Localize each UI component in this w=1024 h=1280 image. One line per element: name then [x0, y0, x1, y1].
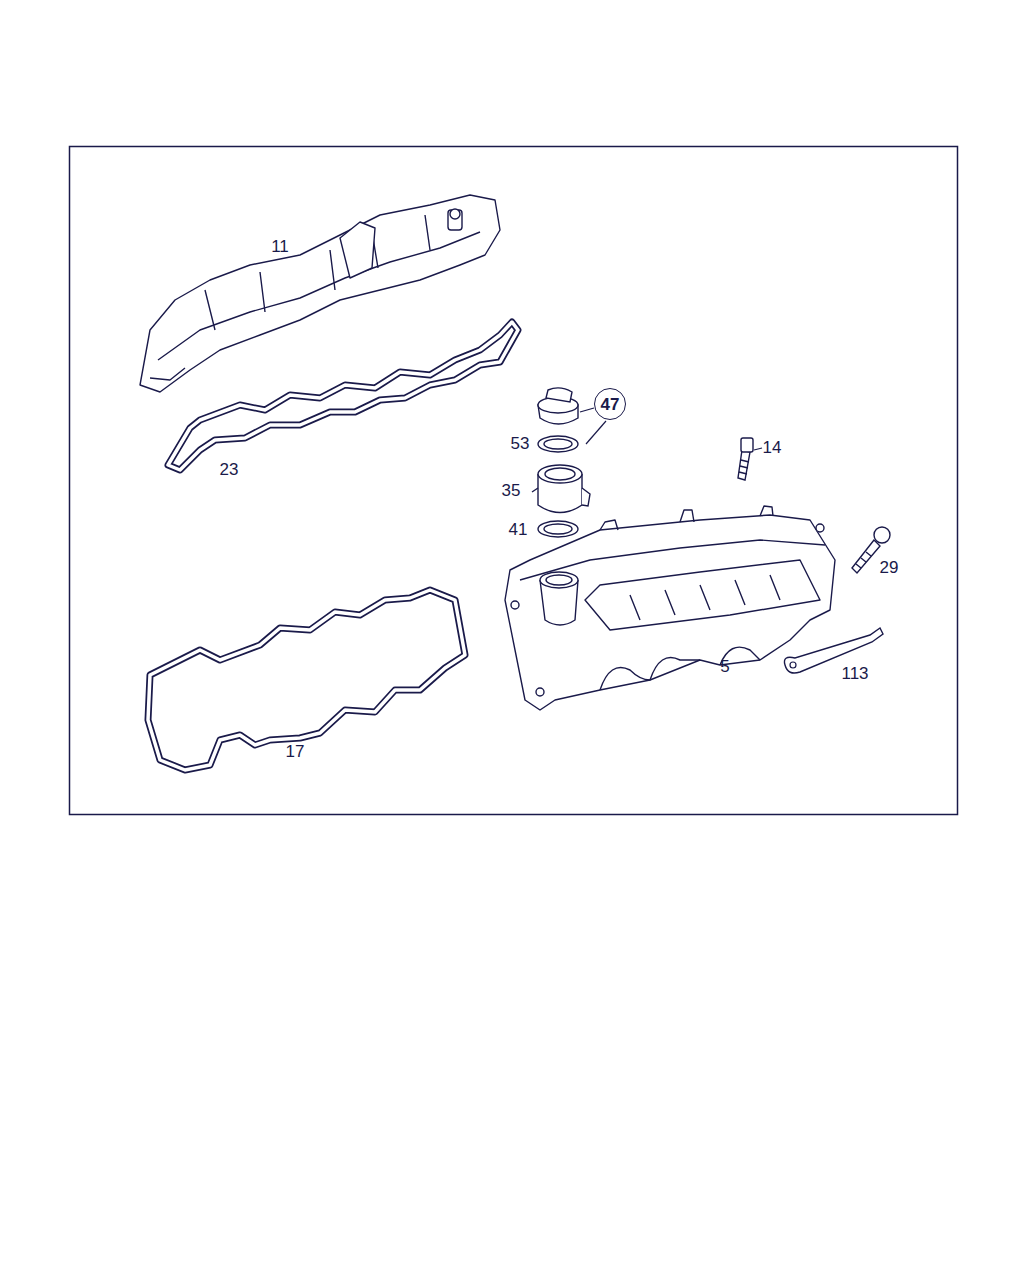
callout-number: 35: [502, 482, 521, 499]
callout-number: 17: [286, 743, 305, 760]
callout-number: 41: [509, 521, 528, 538]
callout-number: 29: [880, 559, 899, 576]
callout-number: 11: [271, 238, 289, 255]
callout-number: 53: [511, 435, 530, 452]
callout-number: 113: [841, 665, 868, 682]
callout-number: 14: [763, 439, 782, 456]
callout-number: 47: [601, 396, 620, 413]
callout-number: 23: [220, 461, 239, 478]
callout-circle: 47: [594, 388, 626, 420]
callout-number: 5: [720, 658, 729, 675]
